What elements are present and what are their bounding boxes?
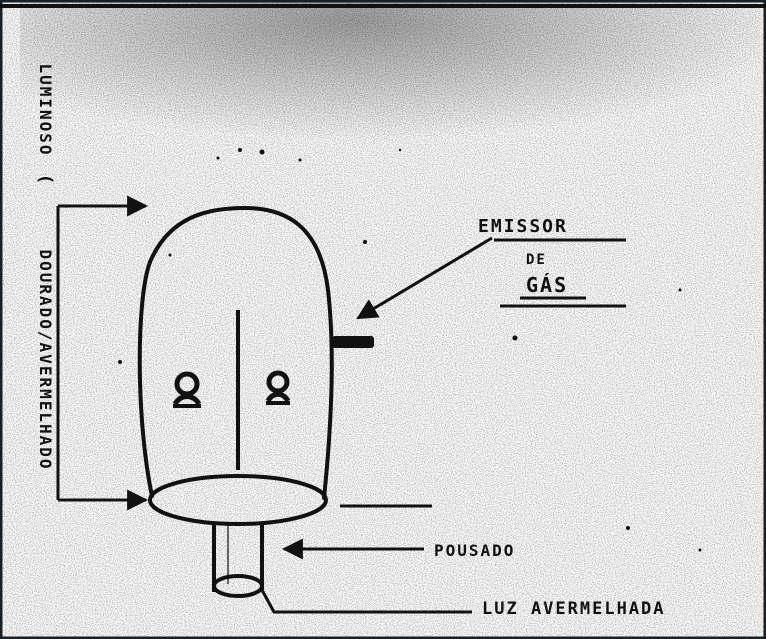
label-gas: GÁS <box>526 273 568 297</box>
label-emissor: EMISSOR <box>478 216 568 237</box>
label-luz-avermelhada: LUZ AVERMELHADA <box>482 599 666 619</box>
label-luminoso: LUMINOSO <box>36 63 55 156</box>
gas-emitter-nozzle <box>332 336 374 348</box>
label-de: DE <box>526 252 547 268</box>
label-paren-open: ( <box>35 174 56 187</box>
label-pousado: POUSADO <box>434 541 515 560</box>
label-dourado-avermelhado: DOURADO/AVERMELHADO <box>36 249 55 470</box>
